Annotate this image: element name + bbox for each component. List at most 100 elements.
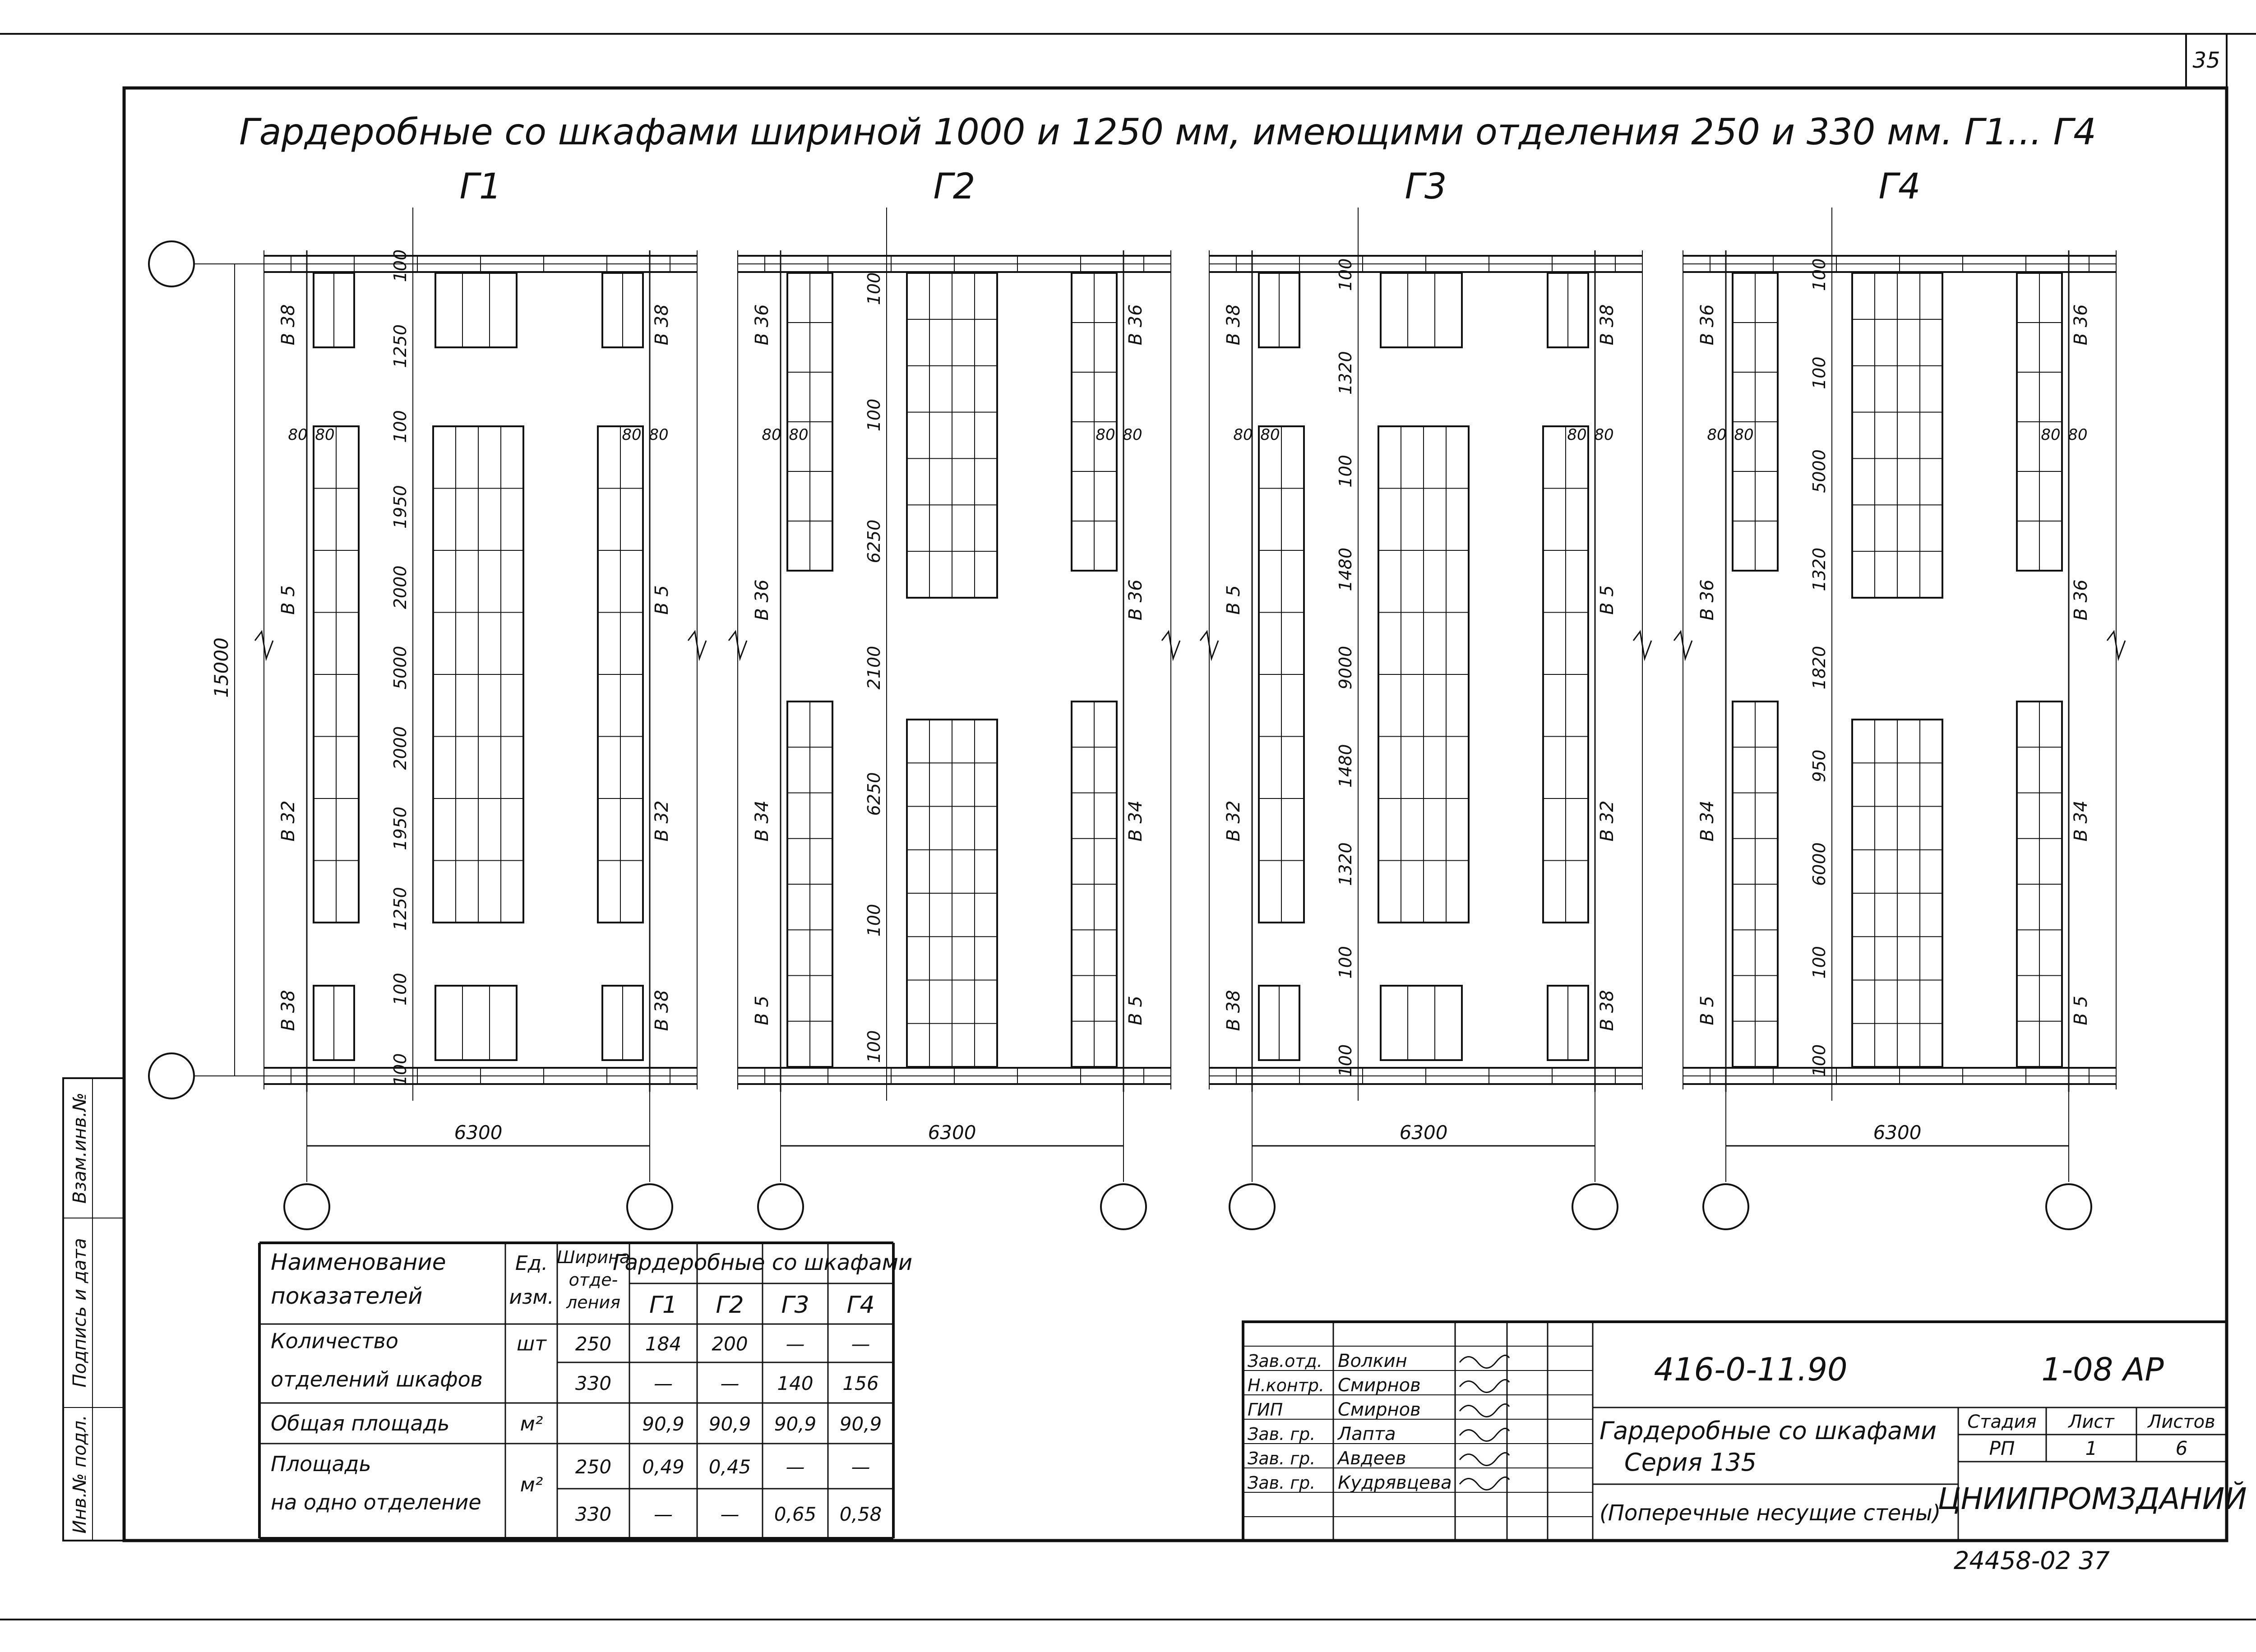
right-row-label: В 5 — [652, 585, 672, 615]
stage-label: Стадия — [1967, 1412, 2036, 1432]
small-dim: 80 — [649, 426, 668, 444]
cabinet-outline — [435, 272, 518, 348]
chain-dim: 100 — [864, 904, 884, 937]
break-mark — [1673, 630, 1693, 661]
signature — [1459, 1476, 1510, 1490]
organization: ЦНИИПРОМЗДАНИЙ — [1937, 1481, 2247, 1516]
chain-dim: 1320 — [1336, 351, 1355, 395]
chain-dim: 6250 — [864, 772, 884, 816]
signer-name: Лапта — [1337, 1424, 1396, 1444]
cabinet-outline — [1380, 272, 1463, 348]
small-dim: 80 — [789, 426, 808, 444]
row-axis-bubble — [148, 1052, 195, 1099]
sheet-number-box — [2185, 33, 2228, 89]
table-cell: 90,9 — [642, 1413, 684, 1435]
side-label-signature-date: Подпись и дата — [69, 1238, 90, 1387]
chain-dim: 1820 — [1809, 646, 1829, 690]
axis-bubble — [1572, 1183, 1618, 1230]
chain-dim: 9000 — [1336, 646, 1355, 690]
axis-bubble — [283, 1183, 330, 1230]
right-row-label: В 32 — [1597, 800, 1618, 841]
right-row-label: В 38 — [1597, 304, 1618, 345]
table-row-unit: шт — [517, 1333, 547, 1356]
chain-dim: 100 — [1809, 946, 1829, 979]
chain-dim: 1320 — [1336, 842, 1355, 886]
axis-bubble — [757, 1183, 804, 1230]
table-cell: 140 — [777, 1372, 813, 1394]
axis-bubble — [2045, 1183, 2092, 1230]
left-row-label: В 32 — [278, 800, 299, 841]
signer-role: Зав. гр. — [1248, 1424, 1315, 1444]
break-mark — [687, 630, 707, 661]
long-cabinet — [1071, 701, 1118, 1068]
right-row-label: В 36 — [2071, 579, 2091, 620]
chain-dim: 1950 — [390, 485, 410, 529]
table-header-name: показателей — [271, 1283, 422, 1309]
table-cell: — — [786, 1333, 805, 1355]
table-header-group: Гардеробные со шкафами — [613, 1250, 912, 1275]
break-mark — [728, 630, 748, 661]
left-row-label: В 36 — [1697, 304, 1718, 345]
central-cabinet — [432, 425, 524, 923]
wall-cabinet — [435, 272, 518, 348]
signer-name: Авдеев — [1336, 1448, 1406, 1469]
table-cell: 0,65 — [774, 1503, 817, 1525]
chain-dim: 1480 — [1336, 548, 1355, 591]
table-cell: — — [654, 1503, 673, 1525]
long-cabinet — [1732, 701, 1779, 1068]
central-cabinet — [1851, 272, 1943, 599]
small-dim: 80 — [1233, 426, 1253, 444]
long-cabinet — [2016, 272, 2063, 572]
row-axis-bubble — [148, 240, 195, 287]
table-cell: 184 — [645, 1333, 681, 1355]
long-cabinet — [313, 425, 360, 923]
table-row-name: на одно отделение — [271, 1490, 481, 1514]
long-cabinet — [1732, 272, 1779, 572]
table-row-width: 250 — [575, 1456, 611, 1478]
table-cell: — — [721, 1503, 740, 1525]
long-cabinet — [1542, 425, 1589, 923]
break-mark — [1199, 630, 1219, 661]
table-header-width: ления — [566, 1292, 620, 1312]
break-mark — [254, 630, 274, 661]
chain-dim: 100 — [864, 1030, 884, 1063]
wall-cabinet — [601, 985, 644, 1061]
plan-label: Г4 — [1878, 166, 1920, 207]
right-row-label: В 36 — [2071, 304, 2091, 345]
wall-cabinet — [1258, 985, 1300, 1061]
table-header-width: Ширина — [557, 1247, 630, 1267]
table-row-name: Количество — [271, 1329, 398, 1353]
table-cell: — — [851, 1333, 870, 1355]
right-row-label: В 5 — [1597, 585, 1618, 615]
table-cell: 156 — [842, 1372, 878, 1394]
stamp-title-2: Серия 135 — [1624, 1448, 1757, 1477]
table-cell: 200 — [712, 1333, 748, 1355]
chain-dim: 100 — [390, 410, 410, 443]
table-cell: 90,9 — [840, 1413, 882, 1435]
wall-cabinet — [313, 272, 355, 348]
right-row-label: В 32 — [652, 800, 672, 841]
left-row-label: В 5 — [278, 585, 299, 615]
sheet-code: 1-08 АР — [2041, 1351, 2164, 1388]
drawing-code: 416-0-11.90 — [1654, 1351, 1847, 1388]
chain-dim: 5000 — [1809, 449, 1829, 493]
signer-name: Смирнов — [1338, 1375, 1421, 1396]
chain-dim: 100 — [1809, 258, 1829, 291]
table-cell: — — [654, 1372, 673, 1394]
signer-role: Н.контр. — [1248, 1375, 1324, 1395]
table-row-name: Площадь — [271, 1452, 371, 1476]
chain-dim: 100 — [1336, 946, 1355, 979]
left-row-label: В 36 — [752, 579, 772, 620]
summary-table: НаименованиепоказателейЕд.изм.Ширинаотде… — [258, 1241, 912, 1540]
sheets-label: Листов — [2147, 1412, 2215, 1432]
chain-dim: 5000 — [390, 646, 410, 690]
chain-dim: 2000 — [390, 726, 410, 770]
chain-dim: 6000 — [1809, 842, 1829, 886]
table-row-name: отделений шкафов — [271, 1367, 483, 1392]
wall-cabinet — [601, 272, 644, 348]
